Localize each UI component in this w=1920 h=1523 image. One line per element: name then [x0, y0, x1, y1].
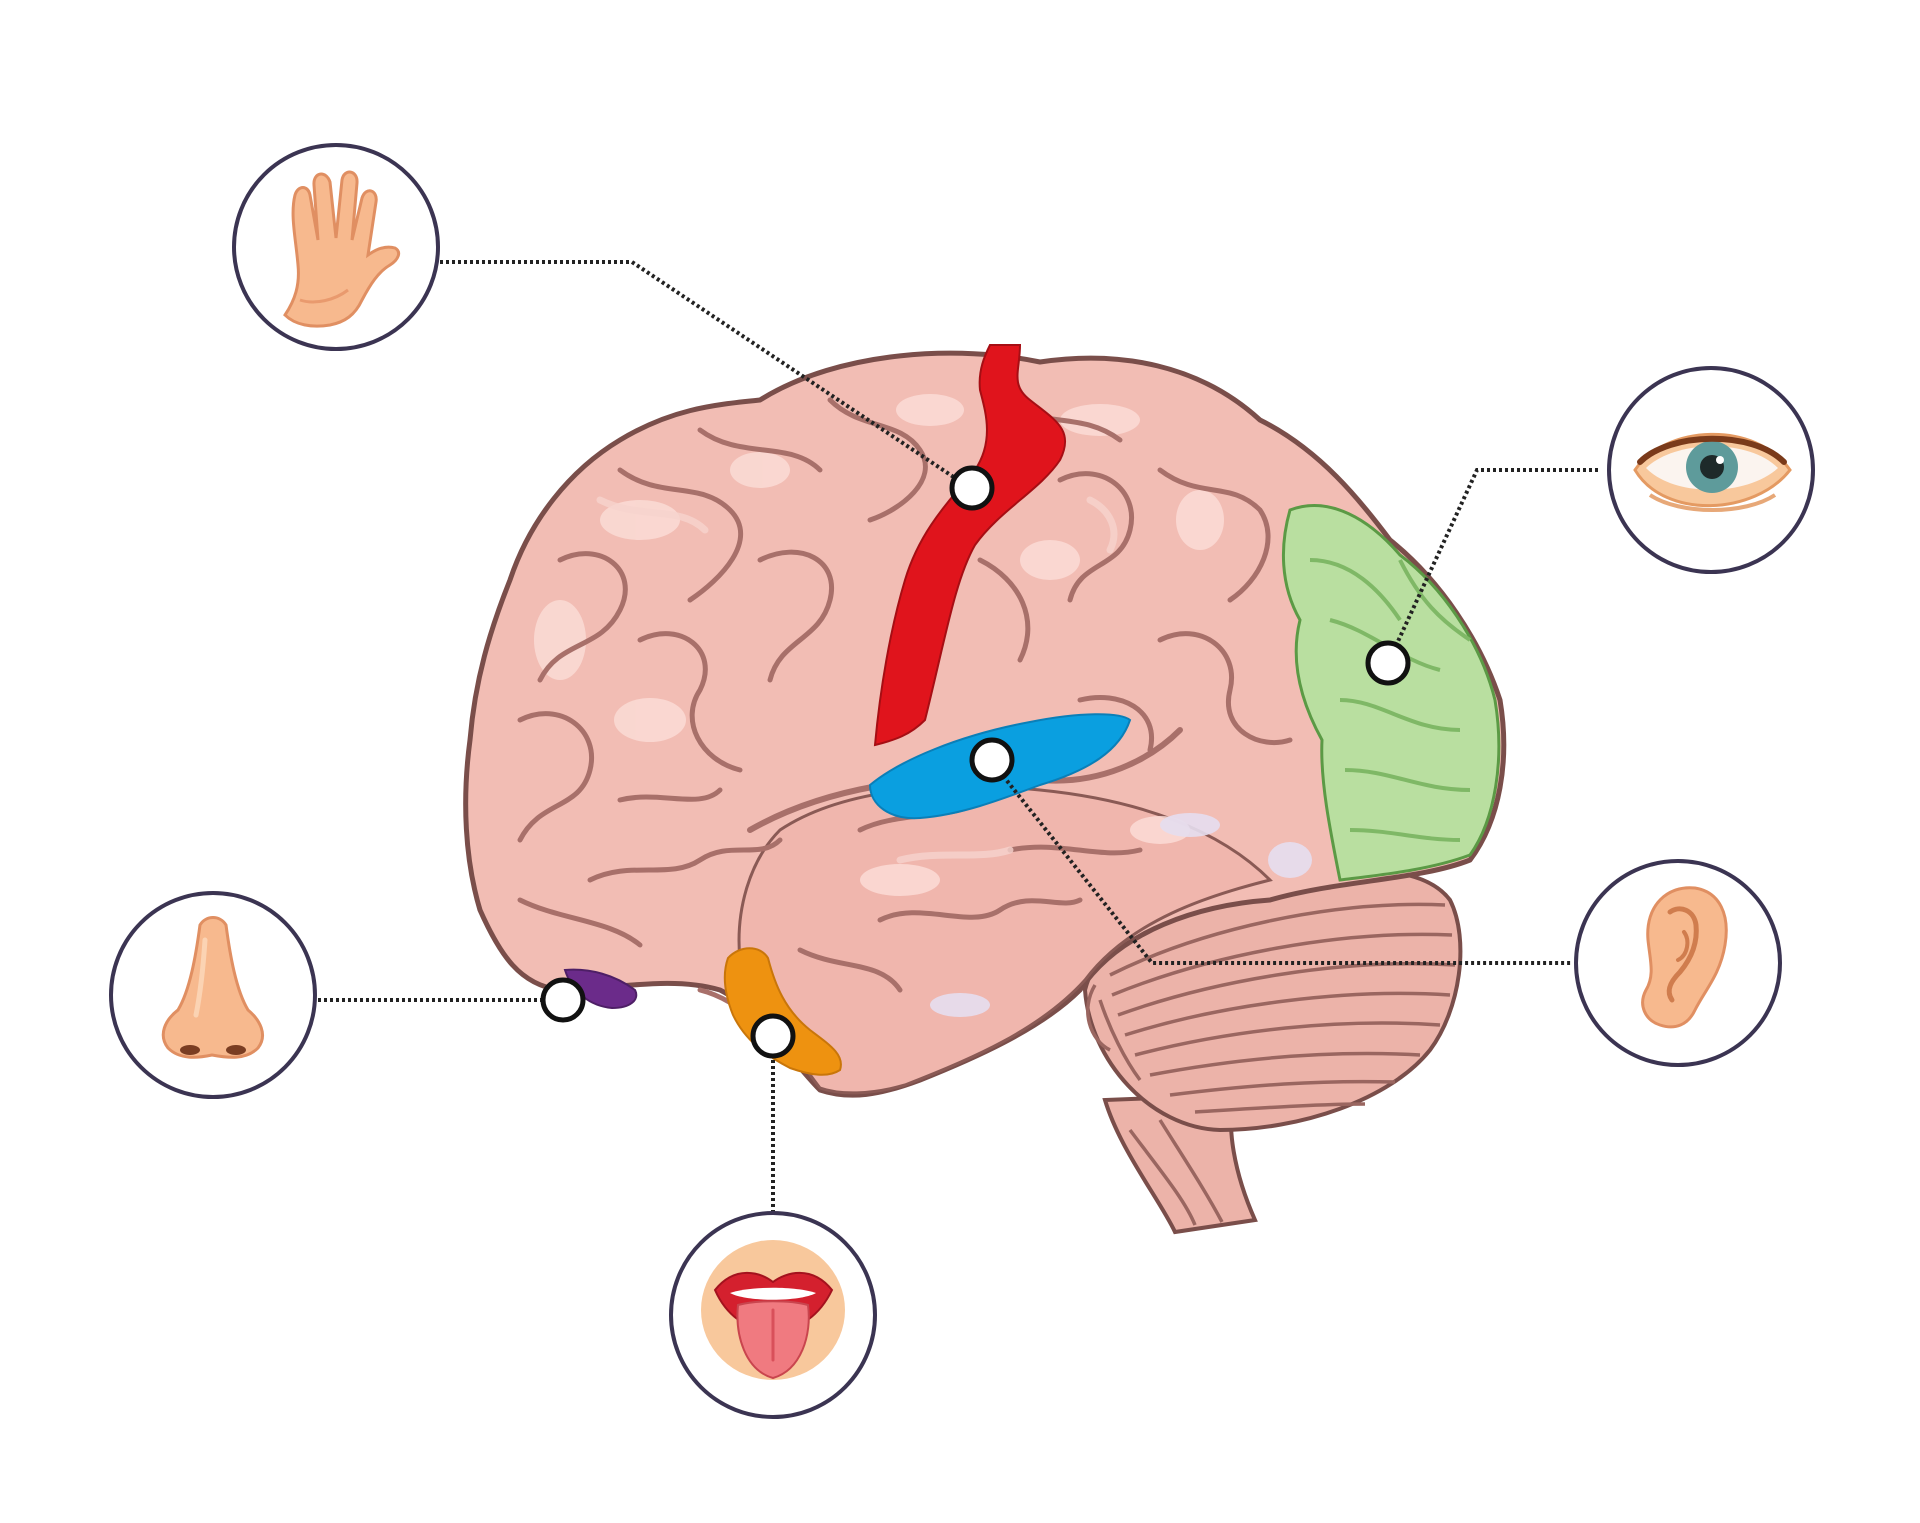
cerebrum [463, 350, 1507, 1098]
taste-bubble[interactable] [669, 1211, 877, 1419]
taste-pin[interactable] [750, 1013, 796, 1059]
vision-leader [1386, 468, 1598, 664]
touch-pin[interactable] [949, 465, 995, 511]
smell-pin[interactable] [540, 977, 586, 1023]
hearing-leader [990, 760, 1573, 965]
leader-lines [318, 260, 1598, 1215]
region-pins [540, 465, 1411, 1059]
hearing-pin[interactable] [969, 737, 1015, 783]
eye-icon [1633, 432, 1792, 512]
mouth-icon [701, 1240, 845, 1380]
vision-pin[interactable] [1365, 640, 1411, 686]
cortex-lavender-spots [930, 813, 1312, 1017]
ear-icon [1641, 886, 1728, 1029]
hand-icon [283, 170, 401, 328]
smell-bubble[interactable] [109, 891, 317, 1099]
nose-icon [161, 916, 264, 1059]
cortex-highlights [534, 394, 1224, 896]
touch-leader [440, 260, 972, 490]
cerebellum-folia [1086, 902, 1456, 1114]
cortex-gyri-light [596, 496, 1118, 864]
vision-bubble[interactable] [1607, 366, 1815, 574]
touch-bubble[interactable] [232, 143, 440, 351]
hearing-bubble[interactable] [1574, 859, 1782, 1067]
brain [463, 344, 1507, 1235]
touch-region [873, 344, 1067, 747]
